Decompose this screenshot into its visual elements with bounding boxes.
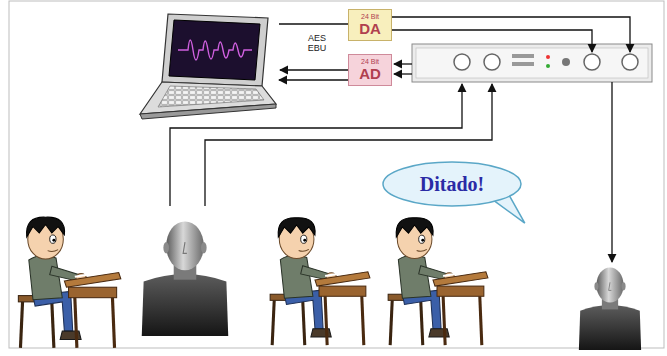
node-text: DA	[359, 21, 381, 37]
dummy-head	[579, 267, 641, 350]
student	[18, 217, 120, 348]
student	[388, 218, 488, 345]
node-text: Ditado!	[420, 174, 484, 195]
audio-interface	[412, 44, 652, 82]
node-text: 24 Bit	[361, 13, 379, 20]
converter-box: 24 BitAD	[348, 54, 392, 86]
student	[270, 218, 370, 345]
node-text: AD	[359, 66, 381, 82]
frame	[9, 1, 664, 348]
converter-box: 24 BitDA	[348, 9, 392, 41]
speech-bubble: Ditado!	[382, 161, 522, 207]
dummy-head	[142, 221, 228, 336]
interface-label: AES EBU	[300, 34, 334, 54]
laptop	[140, 14, 276, 119]
node-text: 24 Bit	[361, 58, 379, 65]
